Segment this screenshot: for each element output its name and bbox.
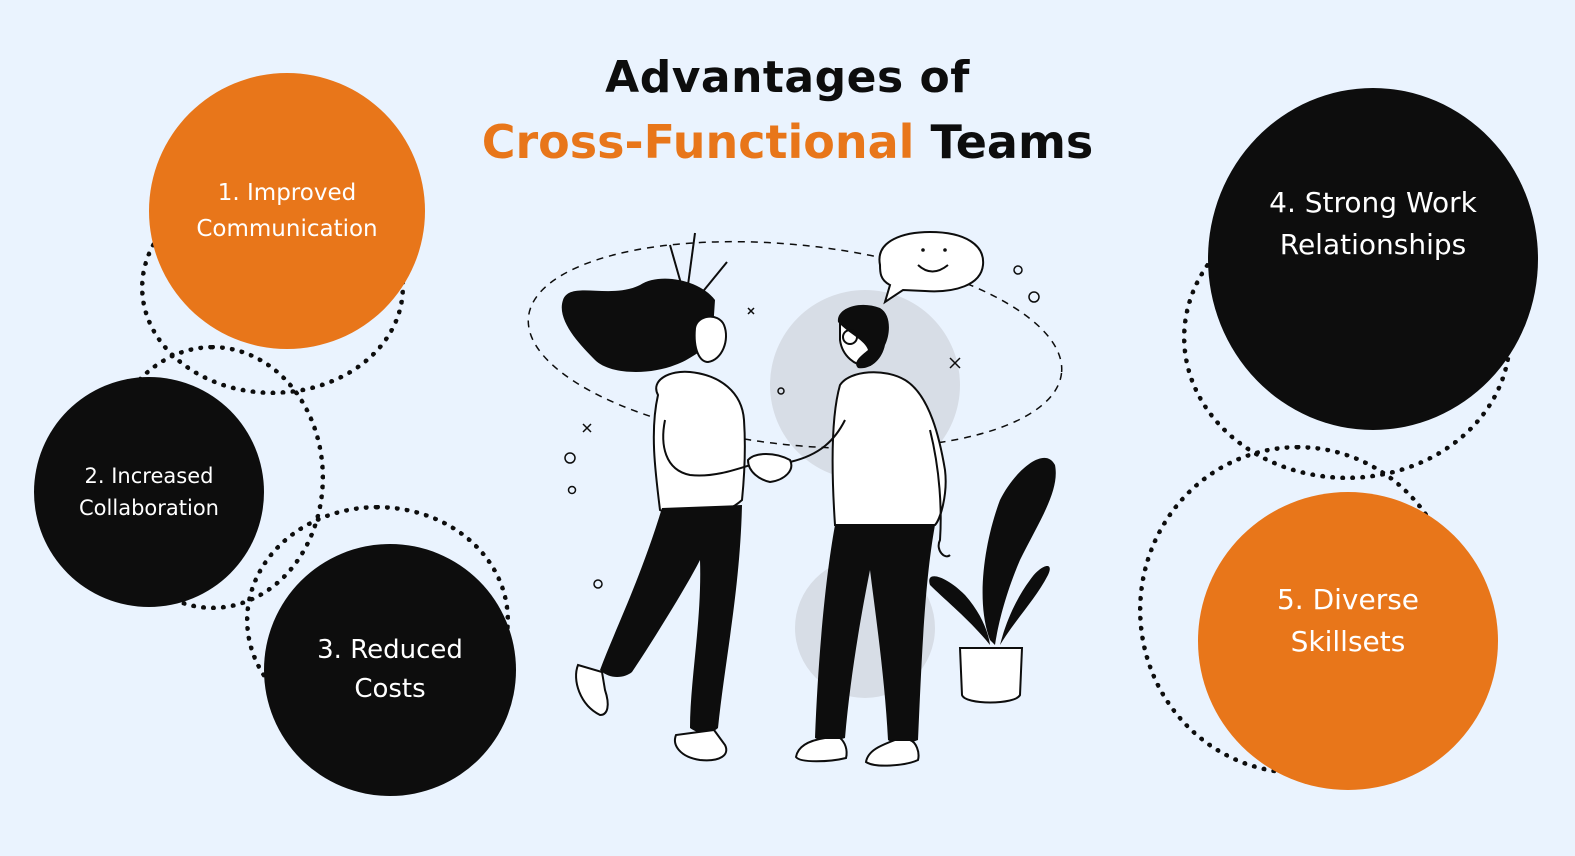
title-line-2: Cross-Functional Teams bbox=[0, 115, 1575, 169]
woman-legs bbox=[600, 505, 742, 734]
title-line-1: Advantages of bbox=[605, 52, 970, 103]
title-rest: Teams bbox=[930, 115, 1094, 169]
advantage-bubble-1: 1. Improved Communication bbox=[149, 73, 425, 349]
man-arm bbox=[789, 419, 846, 463]
woman-torso bbox=[652, 370, 746, 518]
woman-figure bbox=[561, 278, 761, 762]
advantage-bubble-4: 4. Strong Work Relationships bbox=[1208, 88, 1538, 430]
woman-arm bbox=[662, 419, 761, 477]
potted-plant-icon bbox=[929, 457, 1056, 704]
man-hair-beard bbox=[837, 304, 889, 369]
sparkle-decorations bbox=[564, 265, 1040, 589]
man-shoe-left bbox=[794, 737, 848, 763]
orbit-ellipse bbox=[527, 240, 1063, 450]
advantage-bubble-2: 2. Increased Collaboration bbox=[34, 377, 264, 607]
handshake-hands bbox=[746, 453, 793, 484]
man-glasses bbox=[842, 329, 858, 345]
woman-shoe-right bbox=[674, 728, 728, 762]
smiley-speech-bubble-icon bbox=[878, 230, 985, 305]
advantage-bubble-3: 3. Reduced Costs bbox=[264, 544, 516, 796]
man-figure bbox=[789, 304, 951, 767]
woman-shoe-left bbox=[575, 663, 609, 717]
advantage-label-5: 5. Diverse Skillsets bbox=[1276, 583, 1420, 658]
advantage-label-2: 2. Increased Collaboration bbox=[79, 464, 219, 520]
man-torso bbox=[831, 371, 947, 526]
man-shoe-right bbox=[864, 739, 920, 767]
advantage-bubble-5: 5. Diverse Skillsets bbox=[1198, 492, 1498, 790]
advantage-label-4: 4. Strong Work Relationships bbox=[1269, 186, 1477, 261]
man-legs bbox=[815, 525, 935, 744]
woman-head bbox=[693, 315, 727, 364]
advantage-label-3: 3. Reduced Costs bbox=[317, 635, 463, 704]
man-back-arm bbox=[929, 429, 951, 558]
advantage-label-1: 1. Improved Communication bbox=[196, 180, 378, 242]
handshake-illustration bbox=[527, 230, 1063, 767]
plant-pot bbox=[958, 647, 1024, 704]
title-accent: Cross-Functional bbox=[481, 115, 915, 169]
woman-hair bbox=[561, 278, 715, 372]
